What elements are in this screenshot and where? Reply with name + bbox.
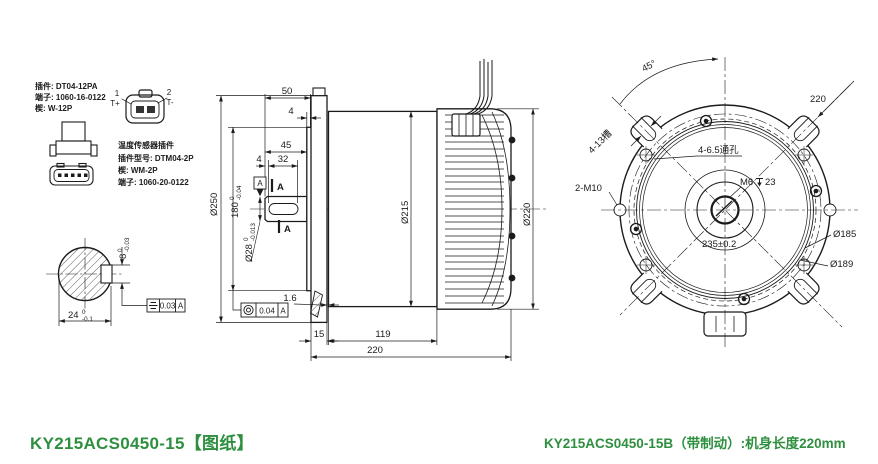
dim-220-label: 220 xyxy=(367,345,383,356)
dim-235-label: 235±0.2 xyxy=(702,239,736,250)
shaft-keyway-slot xyxy=(268,203,299,215)
depth-symbol-icon xyxy=(756,178,763,187)
sensor-line3: 端子: 1060-20-0122 xyxy=(118,177,189,187)
dia-220-label: Ø220 xyxy=(522,203,533,226)
datum-triangle-icon xyxy=(256,189,264,197)
flange-gasket-section xyxy=(309,290,324,318)
symmetry-feature-control-frame: 0.03 A xyxy=(146,298,186,313)
front-view-dimensions xyxy=(608,57,855,267)
front-dim-220-label: 220 xyxy=(810,94,826,105)
dim-45-label: 45 xyxy=(281,140,292,151)
dia-215-label: Ø215 xyxy=(400,201,411,224)
main-plug-line2: 端子: 1060-16-0122 xyxy=(35,92,106,102)
side-gdt-datum: A xyxy=(280,307,286,316)
angle-45-label: 45° xyxy=(640,58,658,75)
dia-189-label: Ø189 xyxy=(830,259,853,270)
dia-185-label: Ø185 xyxy=(833,229,856,240)
width-tol-lower: -0.1 xyxy=(82,316,93,323)
m6-thread-label: M6 xyxy=(740,177,753,188)
dim-4-key-label: 4 xyxy=(256,154,261,165)
sensor-pin-labels: 1 T+ 2 T- xyxy=(110,88,174,108)
sensor-line1: 插件型号: DTM04-2P xyxy=(118,153,194,163)
dim-1-6-label: 1.6 xyxy=(283,293,296,304)
key-height-value: 8 xyxy=(118,254,129,259)
motor-front-view: 45° 220 4-13槽 4-6.5通孔 2-M10 M6 23 235±0.… xyxy=(575,57,858,350)
datum-a-letter: A xyxy=(257,179,263,188)
side-view-dimensions xyxy=(216,94,539,361)
concentricity-symbol-icon xyxy=(243,304,254,316)
dim-180-value: 180 xyxy=(230,202,241,218)
main-plug-line1: 插件: DT04-12PA xyxy=(35,81,98,91)
m6-depth-label: 23 xyxy=(765,177,776,188)
pin2-tag: T- xyxy=(166,98,173,107)
pin2-number: 2 xyxy=(167,88,172,97)
key-tol-lower: -0.03 xyxy=(124,237,131,252)
sensor-spec-text: 温度传感器插件 插件型号: DTM04-2P 楔: WM-2P 端子: 1060… xyxy=(118,140,194,187)
main-plug-spec-text: 插件: DT04-12PA 端子: 1060-16-0122 楔: W-12P xyxy=(35,81,106,113)
through-holes-6-5 xyxy=(637,146,813,274)
connector-panel: 插件: DT04-12PA 端子: 1060-16-0122 楔: W-12P xyxy=(35,81,194,187)
m6-depth-callout: M6 23 xyxy=(740,177,776,188)
dim-32-label: 32 xyxy=(278,154,289,165)
sensor-plug-face-icon xyxy=(121,89,168,124)
key-tol-upper: 0 xyxy=(117,248,124,252)
side-gdt-value: 0.04 xyxy=(259,307,275,316)
terminal-elbow xyxy=(451,59,493,137)
pin1-number: 1 xyxy=(115,89,120,98)
section-label-top: A xyxy=(277,182,284,193)
sensor-title: 温度传感器插件 xyxy=(118,140,174,150)
symmetry-symbol-icon xyxy=(149,302,158,309)
section-cut-marks: A A xyxy=(270,179,291,235)
dim-180-tol-upper: 0 xyxy=(229,196,236,200)
section-label-bottom: A xyxy=(284,224,291,235)
housing-screw-heads xyxy=(629,114,823,306)
motor-body xyxy=(327,110,438,308)
dia-28-value: Ø28 xyxy=(244,244,255,262)
keyway-height-dim xyxy=(108,247,147,306)
dia-28-label: Ø28 0 -0.013 xyxy=(243,223,257,262)
section-gdt-value: 0.03 xyxy=(160,302,176,311)
flange-top-lug xyxy=(312,87,326,97)
mounting-flange xyxy=(310,94,328,324)
section-gdt-datum: A xyxy=(178,302,184,311)
drawing-title-right: KY215ACS0450-15B（带制动）:机身长度220mm xyxy=(544,436,846,451)
shaft-section-view: 8 0 -0.03 24 0 -0.1 0.03 A xyxy=(46,237,186,326)
main-plug-side-icon xyxy=(49,121,98,157)
finned-rear-housing xyxy=(436,108,516,310)
dim-180-tol-lower: -0.04 xyxy=(236,185,243,200)
dia-250-label: Ø250 xyxy=(209,193,220,216)
datum-a-flag: A xyxy=(253,176,267,197)
concentricity-feature-control-frame: 0.04 A xyxy=(240,302,289,318)
slots-4-13-label: 4-13槽 xyxy=(586,127,615,156)
keyway-height-label: 8 0 -0.03 xyxy=(117,237,131,259)
dim-180-label: 180 0 -0.04 xyxy=(229,185,243,218)
dim-50-label: 50 xyxy=(282,86,293,97)
keyway-cut xyxy=(100,264,113,284)
main-plug-face-icon xyxy=(49,162,94,186)
width-value: 24 xyxy=(68,310,79,321)
pin1-tag: T+ xyxy=(110,99,120,108)
shaft-width-dim xyxy=(58,280,112,326)
width-tol-upper: 0 xyxy=(82,309,86,316)
shaft-width-label: 24 0 -0.1 xyxy=(68,309,93,323)
drawing-title-left: KY215ACS0450-15【图纸】 xyxy=(30,434,254,453)
holes-4-6-5-label: 4-6.5通孔 xyxy=(698,145,739,156)
dim-15-label: 15 xyxy=(314,329,325,340)
dim-4-face-label: 4 xyxy=(288,106,293,117)
dia-28-tol-lower: -0.013 xyxy=(250,223,257,241)
motor-side-view: 50 4 45 32 4 1.6 15 119 220 Ø250 180 0 -… xyxy=(209,59,548,361)
dia-28-tol-upper: 0 xyxy=(243,237,250,241)
front-view-centerlines xyxy=(601,57,858,350)
m10-label: 2-M10 xyxy=(575,183,602,194)
main-plug-line3: 楔: W-12P xyxy=(35,103,73,113)
dim-119-label: 119 xyxy=(375,329,390,340)
sensor-line2: 楔: WM-2P xyxy=(118,165,158,175)
